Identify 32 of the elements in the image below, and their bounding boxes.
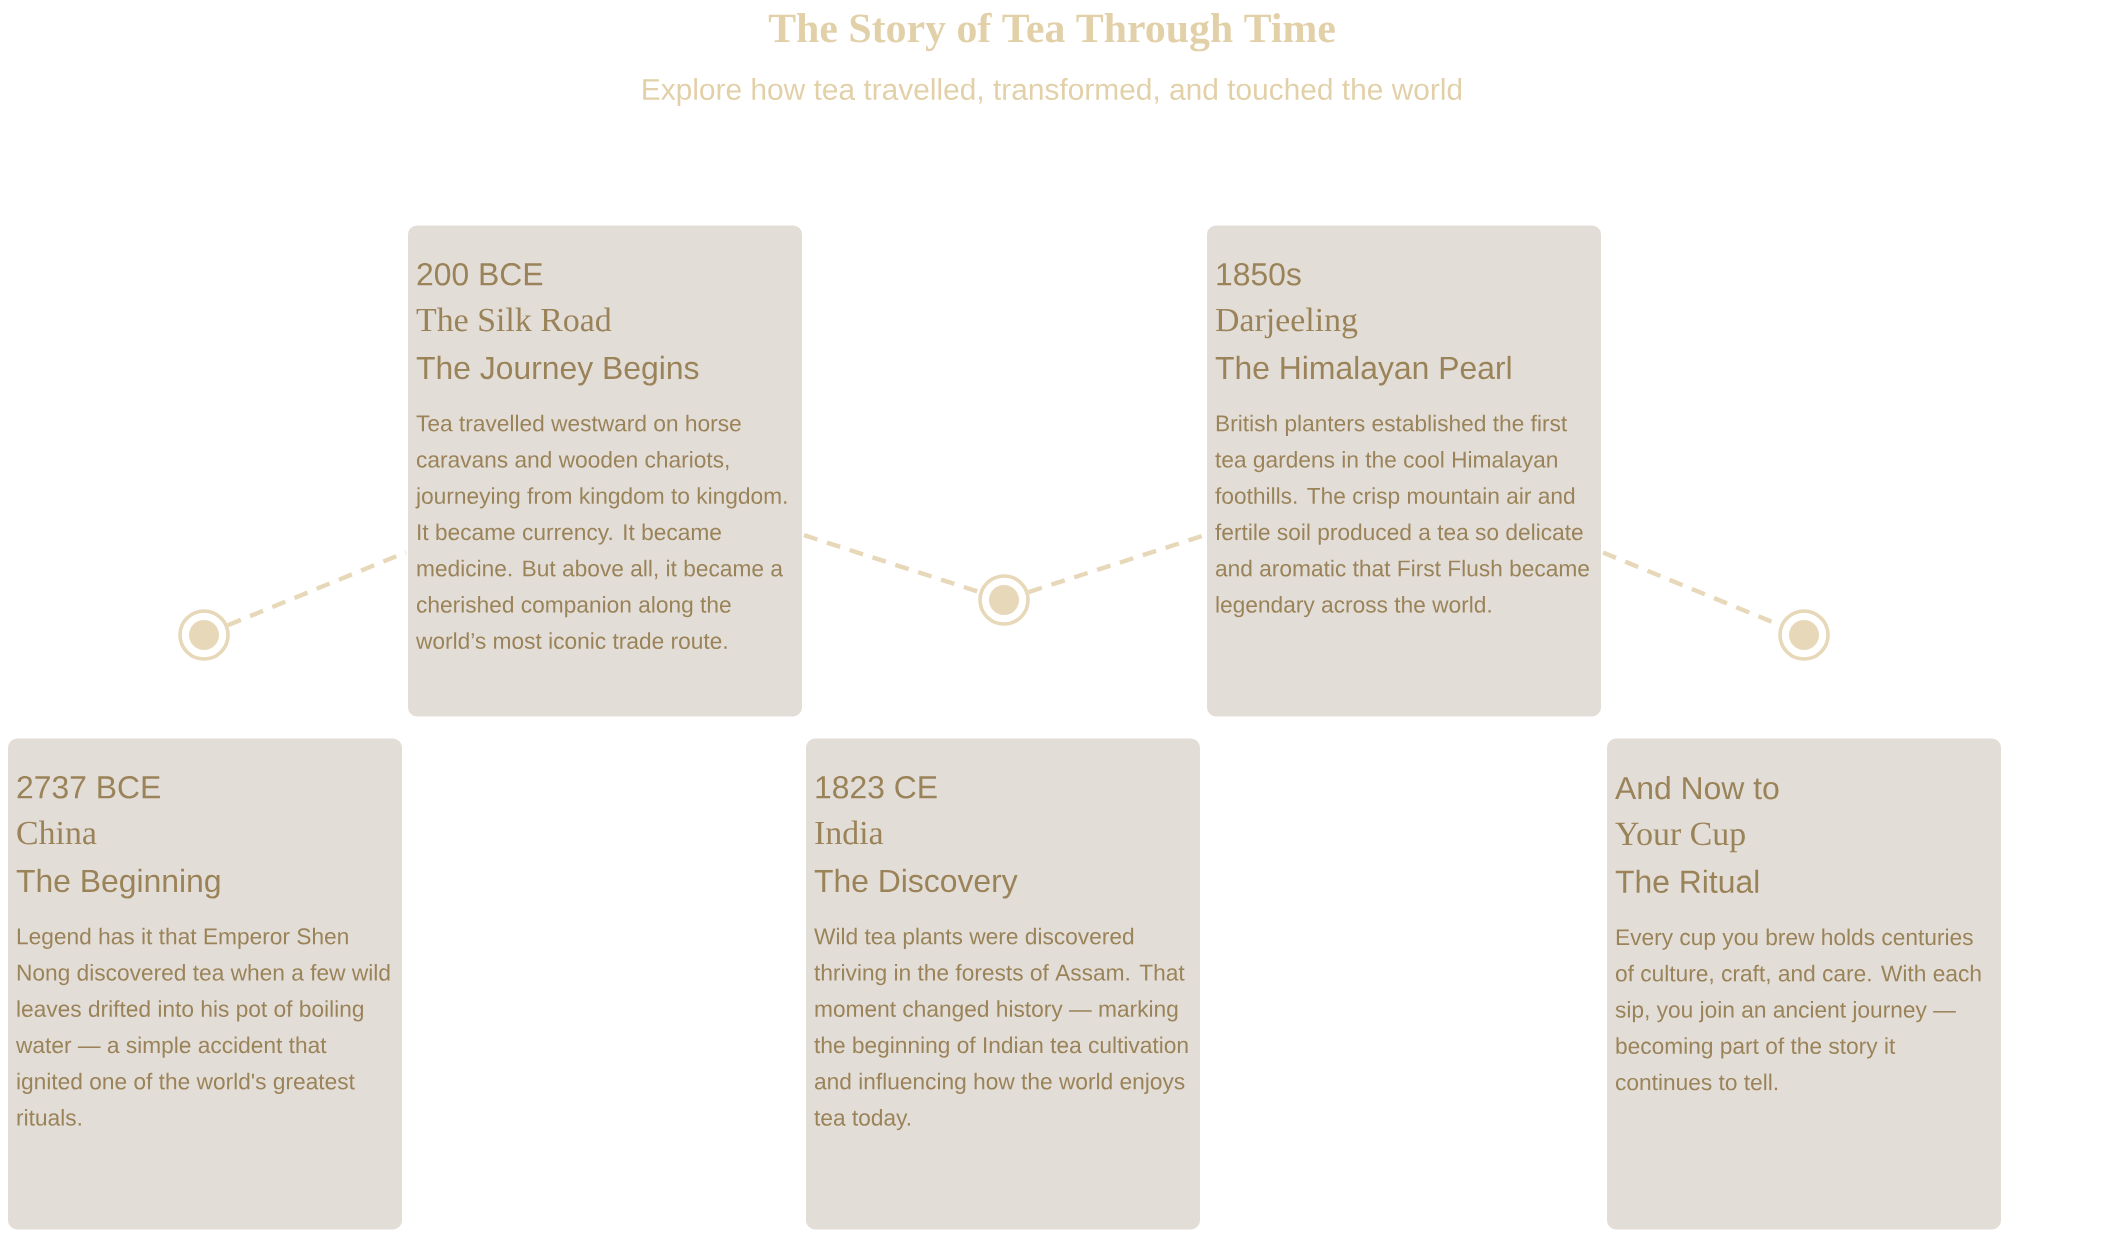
timeline-marker: [178, 609, 230, 661]
title: The Story of Tea Through Time: [768, 12, 1335, 52]
date-text: 2737 BCE: [17, 776, 160, 799]
subtitle: Explore how tea travelled, transformed, and touched the world: [643, 78, 1462, 106]
card-description: British planters established the first tea gardens in the cool Himalayan foothills. The crisp mountain air and fertile soil produced a tea so delicate and aromatic that First Flush became legendary across the world.: [1215, 414, 1589, 618]
place-heading: Your Cup: [1615, 822, 1745, 853]
date-text: 1823 CE: [816, 776, 937, 799]
card-subtitle: The Beginning: [16, 868, 220, 899]
card-description: Wild tea plants were discovered thriving in the forests of Assam. That moment changed history — marking the beginning of Indian tea cultivation and influencing how the world enjoys tea today.: [814, 927, 1188, 1131]
card-subtitle: The Ritual: [1615, 869, 1759, 894]
timeline-card: [804, 736, 1203, 1232]
dashed-connector: [803, 533, 981, 595]
card-description: Tea travelled westward on horse caravans and wooden chariots, journeying from kingdom to kingdom. It became currency. It became medicine. But above all, it became a cherished companion along the world’s most iconic trade route.: [415, 414, 787, 649]
place-heading: The Silk Road: [416, 307, 612, 332]
card-subtitle: The Himalayan Pearl: [1215, 355, 1511, 386]
date-text: And Now to: [1615, 776, 1779, 800]
place-heading: China: [17, 820, 97, 845]
date-text: 200 BCE: [417, 263, 543, 286]
timeline-card: [6, 736, 404, 1232]
date-text: 1850s: [1217, 263, 1301, 286]
card-description: Every cup you brew holds centuries of culture, craft, and care. With each sip, you join an ancient journey — becoming part of the story it continues to tell.: [1615, 928, 1981, 1091]
place-heading: India: [815, 820, 884, 845]
timeline-marker: [1778, 609, 1830, 661]
card-subtitle: The Journey Begins: [416, 355, 699, 386]
dashed-connector: [227, 550, 407, 628]
card-subtitle: The Discovery: [814, 868, 1018, 899]
timeline-marker: [978, 574, 1030, 626]
place-heading: Darjeeling: [1216, 307, 1358, 339]
timeline-card: [406, 223, 804, 719]
timeline-card: [1205, 223, 1604, 719]
timeline-card: [1605, 736, 2004, 1232]
card-description: Legend has it that Emperor Shen Nong discovered tea when a few wild leaves drifted into his pot of boiling water — a simple accident that ignited one of the world's greatest rituals.: [15, 927, 390, 1126]
